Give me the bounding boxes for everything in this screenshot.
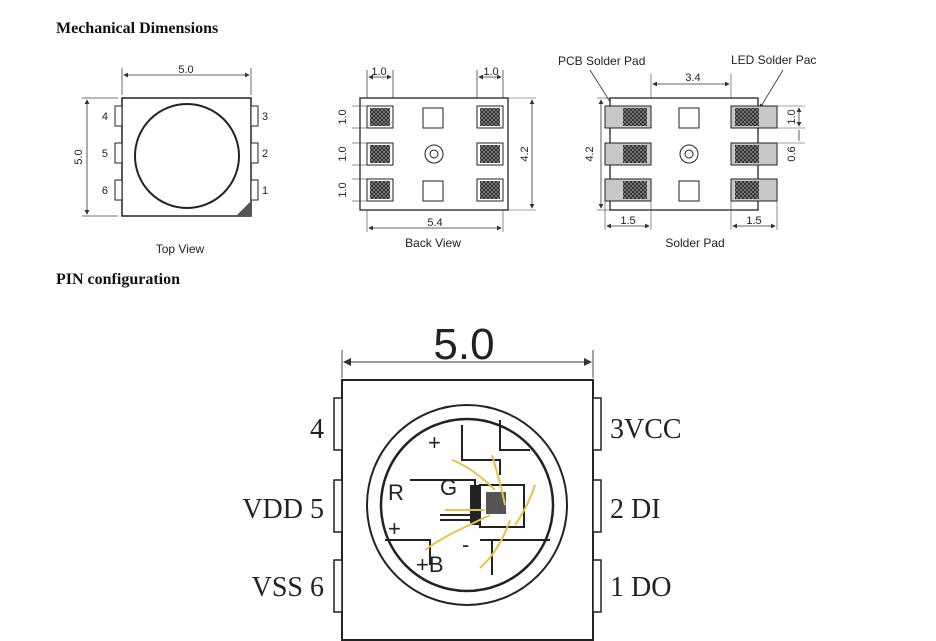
back-view-pad-dim-2: 1.0 (337, 146, 349, 161)
back-view-width-dim: 5.4 (427, 217, 442, 229)
mechanical-dimensions-heading: Mechanical Dimensions (56, 20, 219, 37)
pin-1-do-label: 1 DO (610, 572, 671, 603)
back-view-diagram: 1.0 1.0 1.0 1.0 1.0 4.2 5.4 Back View (337, 66, 536, 250)
solder-pad-height-dim: 4.2 (584, 146, 596, 161)
pin-3-vcc-label: 3VCC (610, 414, 682, 445)
back-view-top-right-dim: 1.0 (483, 66, 498, 78)
top-view-pin-6: 6 (102, 185, 108, 197)
die-plus-top: + (428, 430, 441, 455)
pin-2-di-label: 2 DI (610, 494, 661, 525)
led-solder-pad-label: LED Solder Pac (731, 53, 816, 67)
pin-configuration-heading: PIN configuration (56, 271, 180, 288)
pin-4-label: 4 (310, 414, 324, 445)
pin-5-vdd-label: VDD 5 (242, 494, 324, 525)
top-view-pin-5: 5 (102, 148, 108, 160)
top-view-lens (134, 103, 240, 209)
pin-configuration-diagram: 5.0 4 VDD 5 VSS 6 3VCC 2 DI 1 DO + R G +… (242, 320, 682, 641)
top-view-height-dim: 5.0 (73, 149, 85, 164)
pin-6-vss-label: VSS 6 (252, 572, 324, 603)
back-view-pad-dim-3: 1.0 (337, 182, 349, 197)
top-view-pin-2: 2 (262, 148, 268, 160)
top-view-diagram: 5.0 5.0 4 5 6 3 2 1 Top View (73, 64, 268, 256)
solder-pad-caption: Solder Pad (665, 236, 724, 250)
solder-pad-right-width-dim: 1.5 (746, 215, 761, 227)
top-view-pin-4: 4 (102, 111, 108, 123)
top-view-pin-3: 3 (262, 111, 268, 123)
back-view-top-left-dim: 1.0 (371, 66, 386, 78)
solder-pad-left-width-dim: 1.5 (620, 215, 635, 227)
die-minus: - (462, 532, 469, 557)
die-r-label: R (388, 480, 404, 505)
solder-pad-pad-height-dim: 1.0 (786, 109, 798, 124)
die-g-label: G (440, 475, 457, 500)
solder-pad-span-dim: 3.4 (685, 72, 700, 84)
pcb-solder-pad-label: PCB Solder Pad (558, 54, 645, 68)
pin-config-lens-inner (379, 417, 555, 593)
die-plus-left: + (388, 516, 401, 541)
solder-pad-gap-dim: 0.6 (786, 146, 798, 161)
top-view-caption: Top View (156, 242, 205, 256)
back-view-pad-dim-1: 1.0 (337, 109, 349, 124)
die-plus-b-label: +B (416, 552, 444, 577)
top-view-pin-1: 1 (262, 185, 268, 197)
solder-pad-diagram: PCB Solder Pad LED Solder Pac 3.4 4.2 1.… (558, 53, 816, 250)
back-view-height-dim: 4.2 (519, 146, 531, 161)
top-view-width-dim: 5.0 (178, 64, 193, 76)
pin-config-width-dim: 5.0 (433, 320, 494, 369)
back-view-caption: Back View (405, 236, 461, 250)
